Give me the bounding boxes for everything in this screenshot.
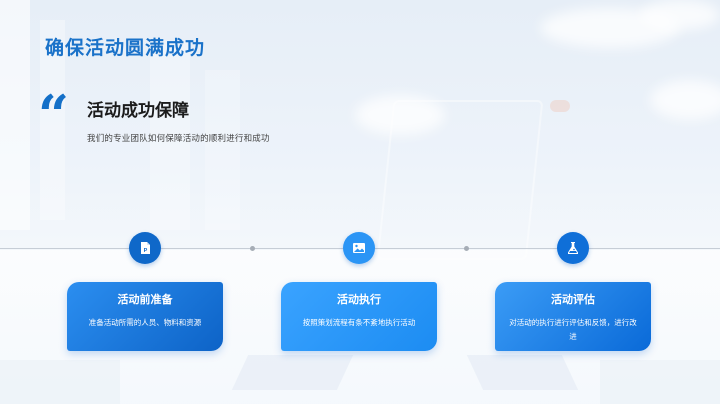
section-heading: 活动成功保障	[87, 101, 189, 121]
flask-icon	[568, 242, 578, 254]
step-card-title: 活动执行	[337, 293, 381, 306]
timeline-dot	[464, 246, 469, 251]
svg-text:P: P	[144, 248, 148, 254]
step-card-title: 活动评估	[551, 293, 595, 306]
step-2-icon-circle	[343, 232, 375, 264]
document-p-icon: P	[141, 242, 150, 254]
timeline-dot	[250, 246, 255, 251]
page-title: 确保活动圆满成功	[45, 37, 206, 59]
quote-mark-icon: “	[38, 83, 69, 147]
step-card-evaluation: 活动评估 对活动的执行进行评估和反馈，进行改进	[495, 282, 651, 351]
image-icon	[353, 243, 365, 253]
step-card-preparation: 活动前准备 准备活动所需的人员、物料和资源	[67, 282, 223, 351]
step-card-description: 按照策划流程有条不紊地执行活动	[302, 318, 416, 327]
step-card-execution: 活动执行 按照策划流程有条不紊地执行活动	[281, 282, 437, 351]
step-card-description: 准备活动所需的人员、物料和资源	[88, 318, 202, 327]
shopping-cart-illustration	[376, 100, 544, 260]
step-3-icon-circle	[557, 232, 589, 264]
step-card-title: 活动前准备	[117, 293, 173, 306]
step-1-icon-circle: P	[129, 232, 161, 264]
section-subtitle: 我们的专业团队如何保障活动的顺利进行和成功	[87, 134, 270, 144]
step-card-description: 对活动的执行进行评估和反馈，进行改进	[509, 318, 637, 341]
